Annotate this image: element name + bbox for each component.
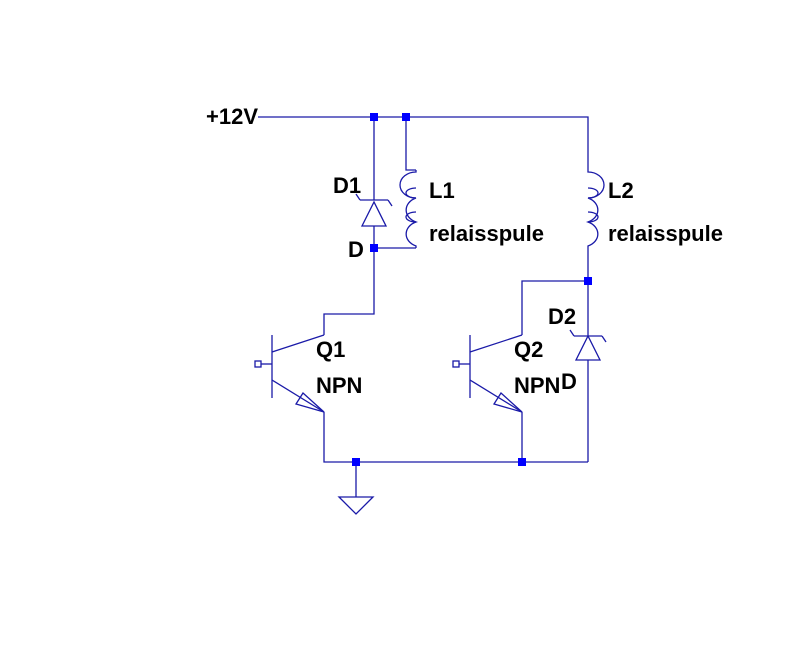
junction-node [352, 458, 360, 466]
l2-coil-symbol [585, 170, 605, 248]
junctions [352, 113, 592, 466]
supply-rail-wire [258, 116, 589, 170]
l1-name-label: L1 [429, 178, 455, 203]
l2-name-label: L2 [608, 178, 634, 203]
q1-value-label: NPN [316, 373, 362, 398]
d1-diode-symbol [355, 193, 393, 227]
l1-coil-symbol [399, 170, 419, 248]
d2-value-label: D [561, 369, 577, 394]
d2-diode-symbol [569, 329, 607, 361]
junction-node [370, 244, 378, 252]
l2-to-q2-collector-wire [521, 280, 588, 335]
d1-value-label: D [348, 237, 364, 262]
junction-node [518, 458, 526, 466]
ground-symbol [337, 496, 375, 515]
l1-value-label: relaisspule [429, 221, 544, 246]
q1-name-label: Q1 [316, 337, 345, 362]
junction-node [584, 277, 592, 285]
q1-transistor-symbol [254, 334, 325, 413]
junction-node [402, 113, 410, 121]
q2-transistor-symbol [452, 334, 523, 413]
junction-node [370, 113, 378, 121]
q2-name-label: Q2 [514, 337, 543, 362]
l2-value-label: relaisspule [608, 221, 723, 246]
supply-net-label: +12V [206, 104, 258, 129]
ground-bus-wire [323, 412, 588, 463]
d1-name-label: D1 [333, 173, 361, 198]
d2-name-label: D2 [548, 304, 576, 329]
l1-top-lead-wire [405, 117, 416, 171]
q2-value-label: NPN [514, 373, 560, 398]
wires [258, 116, 589, 497]
d1-cathode-to-q1-wire [323, 226, 375, 335]
